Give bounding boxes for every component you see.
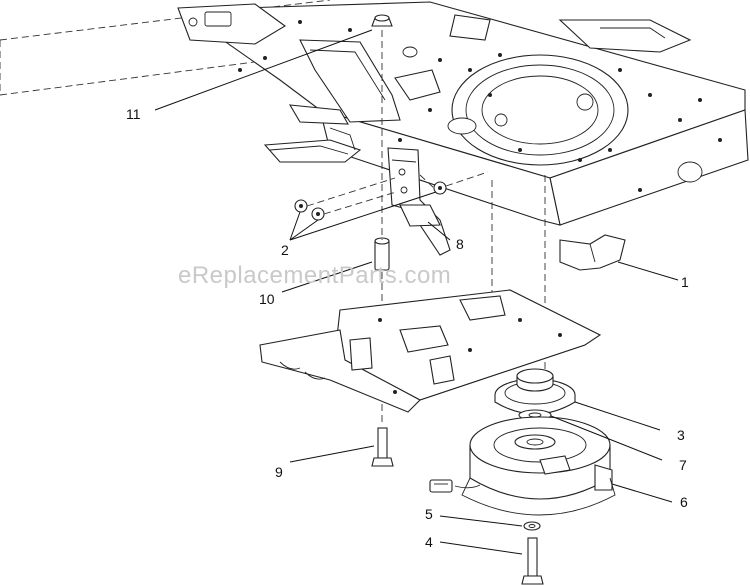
washer-5 — [523, 521, 541, 531]
bolt-9 — [371, 427, 394, 467]
callout-2: 2 — [281, 242, 289, 258]
nut-11 — [371, 14, 393, 27]
callout-11: 11 — [126, 106, 141, 122]
pedal-bracket — [263, 104, 362, 163]
center-bracket — [387, 147, 451, 256]
callout-8: 8 — [456, 236, 464, 252]
callout-1: 1 — [681, 274, 689, 290]
watermark: eReplacementParts.com — [178, 262, 452, 289]
callout-10: 10 — [259, 291, 275, 307]
frame-plate — [0, 0, 749, 226]
callout-9: 9 — [275, 464, 283, 480]
callout-7: 7 — [679, 457, 687, 473]
pulley-3 — [494, 368, 576, 415]
callout-6: 6 — [680, 494, 688, 510]
lower-plate — [259, 289, 602, 413]
clutch-6 — [429, 416, 616, 516]
bracket-1 — [559, 234, 626, 271]
callout-4: 4 — [425, 534, 433, 550]
callout-5: 5 — [425, 506, 433, 522]
bolt-4 — [521, 537, 544, 585]
bolts-2 — [294, 171, 489, 221]
leader-lines — [154, 29, 679, 555]
callout-3: 3 — [677, 427, 685, 443]
